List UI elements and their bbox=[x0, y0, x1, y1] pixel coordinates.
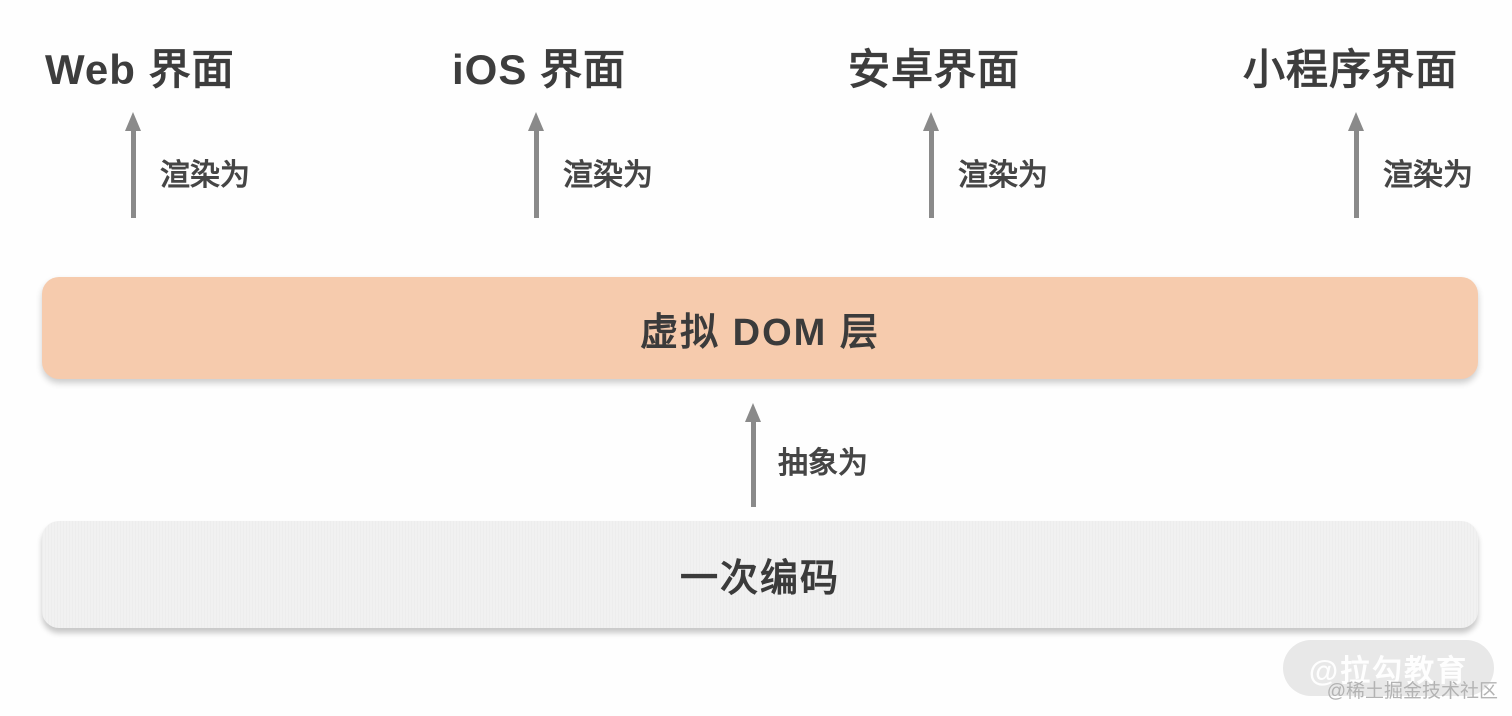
arrowhead bbox=[528, 112, 544, 131]
up-arrow-icon-ios bbox=[527, 112, 545, 218]
platform-title-miniprogram: 小程序界面 bbox=[1243, 46, 1459, 93]
up-arrow-icon-android bbox=[922, 112, 940, 218]
arrowhead bbox=[745, 403, 761, 422]
arrow-stem bbox=[1353, 131, 1359, 218]
arrowhead bbox=[923, 112, 939, 131]
arrow-stem bbox=[750, 422, 756, 507]
arrowhead bbox=[1348, 112, 1364, 131]
render-arrow-label-ios: 渲染为 bbox=[563, 159, 653, 192]
up-arrow-icon-web bbox=[124, 112, 142, 218]
watermark-community: @稀土掘金技术社区 bbox=[1326, 681, 1498, 702]
arrowhead bbox=[125, 112, 141, 131]
render-arrow-label-miniprogram: 渲染为 bbox=[1383, 159, 1473, 192]
platform-title-android: 安卓界面 bbox=[848, 46, 1021, 93]
abstract-arrow-label: 抽象为 bbox=[778, 447, 868, 480]
watermark-badge: @拉勾教育 bbox=[1283, 640, 1494, 696]
arrow-stem bbox=[533, 131, 539, 218]
code-once-layer-label: 一次编码 bbox=[679, 558, 840, 600]
up-arrow-icon-abstract bbox=[744, 403, 762, 507]
virtual-dom-layer-bar: 虚拟 DOM 层 bbox=[42, 277, 1478, 379]
up-arrow-icon-miniprogram bbox=[1347, 112, 1365, 218]
platform-title-web: Web 界面 bbox=[45, 46, 235, 93]
render-arrow-label-web: 渲染为 bbox=[160, 159, 250, 192]
arrow-stem bbox=[130, 131, 136, 218]
virtual-dom-layer-label: 虚拟 DOM 层 bbox=[640, 311, 880, 354]
platform-title-ios: iOS 界面 bbox=[452, 46, 627, 93]
code-once-layer-bar: 一次编码 bbox=[42, 521, 1478, 628]
arrow-stem bbox=[928, 131, 934, 218]
render-arrow-label-android: 渲染为 bbox=[958, 159, 1048, 192]
